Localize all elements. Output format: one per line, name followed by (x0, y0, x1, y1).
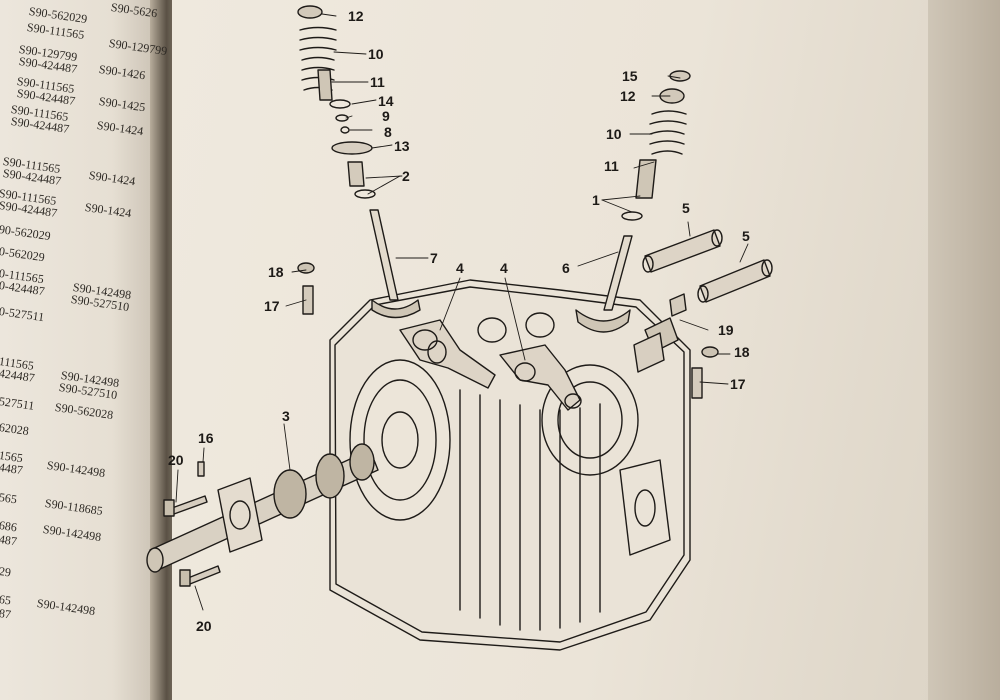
callout-label: 17 (730, 376, 746, 392)
stud-right (691, 346, 719, 399)
tappet-adjuster (633, 293, 687, 373)
callout-label: 14 (378, 93, 394, 109)
callout-label: 4 (500, 260, 508, 276)
bolt-upper (163, 495, 208, 517)
callout-label: 18 (734, 344, 750, 360)
pin-16 (197, 461, 205, 477)
callout-label: 9 (382, 108, 390, 124)
callout-label: 15 (622, 68, 638, 84)
callout-label: 6 (562, 260, 570, 276)
right-valve-assembly (575, 70, 691, 333)
rocker-shaft-lower (697, 259, 773, 303)
left-valve-assembly (297, 5, 421, 319)
callout-label: 12 (620, 88, 636, 104)
rocker-shaft-upper (642, 229, 723, 273)
callout-label: 8 (384, 124, 392, 140)
callout-label: 3 (282, 408, 290, 424)
callout-label: 20 (196, 618, 212, 634)
callout-label: 16 (198, 430, 214, 446)
cylinder-head-body (329, 279, 691, 651)
callout-label: 19 (718, 322, 734, 338)
callout-label: 1 (592, 192, 600, 208)
callout-label: 11 (370, 74, 385, 90)
callout-label: 4 (456, 260, 464, 276)
page-edge (928, 0, 1000, 700)
camshaft (146, 443, 379, 573)
callout-label: 2 (402, 168, 410, 184)
left-page (0, 0, 160, 700)
bolt-lower (179, 565, 221, 587)
callout-label: 18 (268, 264, 284, 280)
callout-label: 17 (264, 298, 280, 314)
callout-label: 7 (430, 250, 438, 266)
rocker-arm-right (499, 344, 582, 411)
callout-label: 5 (742, 228, 750, 244)
callout-label: 20 (168, 452, 184, 468)
callout-label: 11 (604, 158, 619, 174)
callout-label: 12 (348, 8, 364, 24)
callout-label: 5 (682, 200, 690, 216)
leader-lines (175, 13, 749, 611)
callout-label: 13 (394, 138, 410, 154)
rocker-arm-left (399, 319, 496, 389)
callout-label: 10 (606, 126, 622, 142)
callout-label: 10 (368, 46, 384, 62)
